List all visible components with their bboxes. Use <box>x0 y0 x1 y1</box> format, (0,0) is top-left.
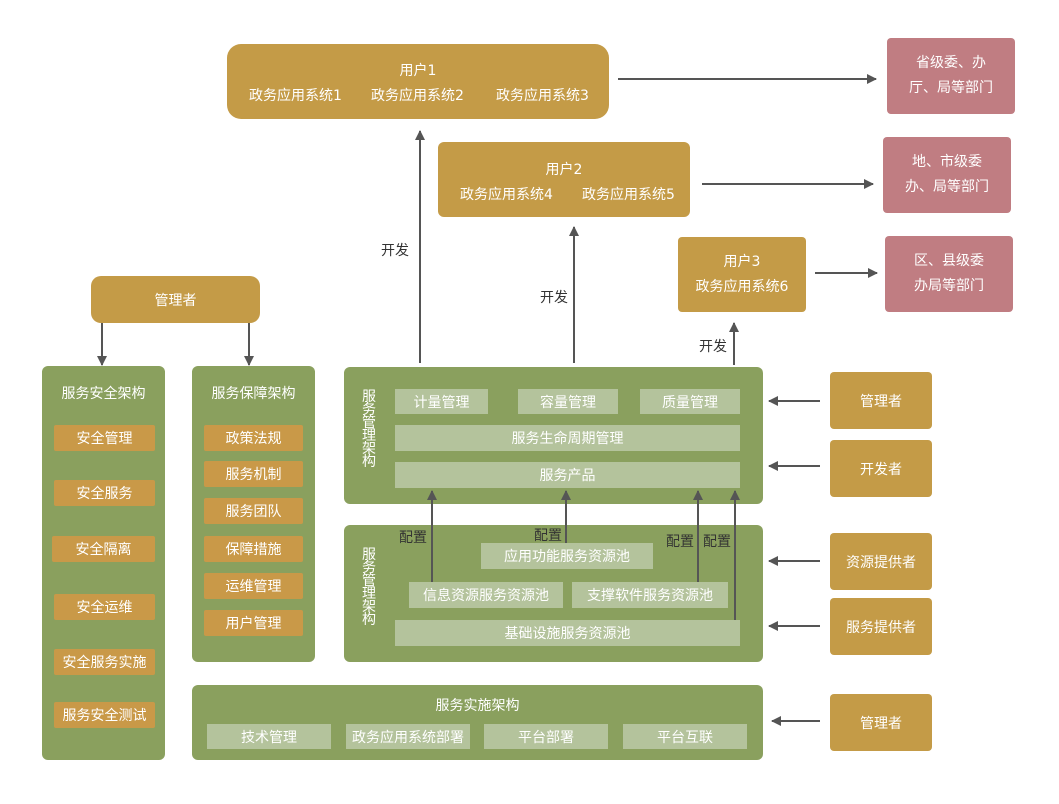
resources-title: 服务管理架构 <box>362 547 376 628</box>
develop-label-3: 开发 <box>699 339 727 355</box>
guarantee-title: 服务保障架构 <box>211 386 296 402</box>
tech-management: 技术管理 <box>207 724 331 749</box>
admin-top-box: 管理者 <box>91 276 260 323</box>
admin-top-label: 管理者 <box>154 292 197 309</box>
support-software-resource-pool: 支撑软件服务资源池 <box>572 582 728 608</box>
dept-county-line-1: 区、县级委 <box>914 253 984 269</box>
security-item-6: 服务安全测试 <box>54 702 155 728</box>
user-1-system-2: 政务应用系统2 <box>371 88 464 104</box>
guarantee-item-5: 运维管理 <box>204 573 303 599</box>
security-item-5: 安全服务实施 <box>54 649 155 675</box>
configure-label-2: 配置 <box>534 528 562 544</box>
user-2-name: 用户2 <box>545 162 583 178</box>
develop-label-1: 开发 <box>381 243 409 259</box>
implementation-title: 服务实施架构 <box>435 698 520 714</box>
user-3-system-6: 政务应用系统6 <box>695 278 789 295</box>
security-item-2: 安全服务 <box>54 480 155 506</box>
infrastructure-resource-pool: 基础设施服务资源池 <box>395 620 740 646</box>
metering-management: 计量管理 <box>395 389 488 414</box>
user-3-box: 用户3 政务应用系统6 <box>678 237 806 312</box>
guarantee-item-6: 用户管理 <box>204 610 303 636</box>
configure-label-1: 配置 <box>399 530 427 546</box>
security-item-4: 安全运维 <box>54 594 155 620</box>
user-1-system-1: 政务应用系统1 <box>249 88 342 104</box>
role-developer: 开发者 <box>830 440 932 497</box>
service-lifecycle-management: 服务生命周期管理 <box>395 425 740 451</box>
dept-municipal-box: 地、市级委 办、局等部门 <box>883 137 1011 213</box>
security-item-1: 安全管理 <box>54 425 155 451</box>
dept-county-box: 区、县级委 办局等部门 <box>885 236 1013 312</box>
user-1-name: 用户1 <box>399 63 437 79</box>
configure-label-3: 配置 <box>666 534 694 550</box>
user-2-box: 用户2 政务应用系统4 政务应用系统5 <box>438 142 690 217</box>
role-resource-provider: 资源提供者 <box>830 533 932 590</box>
guarantee-item-1: 政策法规 <box>204 425 303 451</box>
dept-municipal-line-1: 地、市级委 <box>912 154 982 170</box>
user-2-system-4: 政务应用系统4 <box>460 187 553 203</box>
dept-provincial-line-1: 省级委、办 <box>916 55 986 71</box>
gov-app-deployment: 政务应用系统部署 <box>346 724 470 749</box>
guarantee-item-4: 保障措施 <box>204 536 303 562</box>
guarantee-item-3: 服务团队 <box>204 498 303 524</box>
service-product: 服务产品 <box>395 462 740 488</box>
platform-interconnect: 平台互联 <box>623 724 747 749</box>
dept-provincial-line-2: 厅、局等部门 <box>909 80 993 96</box>
dept-county-line-2: 办局等部门 <box>914 278 984 294</box>
app-function-resource-pool: 应用功能服务资源池 <box>481 543 653 569</box>
management-title: 服务管理架构 <box>362 389 376 470</box>
guarantee-item-2: 服务机制 <box>204 461 303 487</box>
info-resource-pool: 信息资源服务资源池 <box>409 582 563 608</box>
dept-provincial-box: 省级委、办 厅、局等部门 <box>887 38 1015 114</box>
configure-label-4: 配置 <box>703 534 731 550</box>
dept-municipal-line-2: 办、局等部门 <box>905 179 989 195</box>
quality-management: 质量管理 <box>640 389 740 414</box>
platform-deployment: 平台部署 <box>484 724 608 749</box>
user-2-system-5: 政务应用系统5 <box>582 187 675 203</box>
user-3-name: 用户3 <box>723 253 761 270</box>
role-admin-2: 管理者 <box>830 694 932 751</box>
develop-label-2: 开发 <box>540 290 568 306</box>
security-title: 服务安全架构 <box>61 386 146 402</box>
capacity-management: 容量管理 <box>518 389 618 414</box>
security-item-3: 安全隔离 <box>52 536 155 562</box>
user-1-box: 用户1 政务应用系统1 政务应用系统2 政务应用系统3 <box>227 44 609 119</box>
role-admin-1: 管理者 <box>830 372 932 429</box>
role-service-provider: 服务提供者 <box>830 598 932 655</box>
user-1-system-3: 政务应用系统3 <box>496 88 589 104</box>
